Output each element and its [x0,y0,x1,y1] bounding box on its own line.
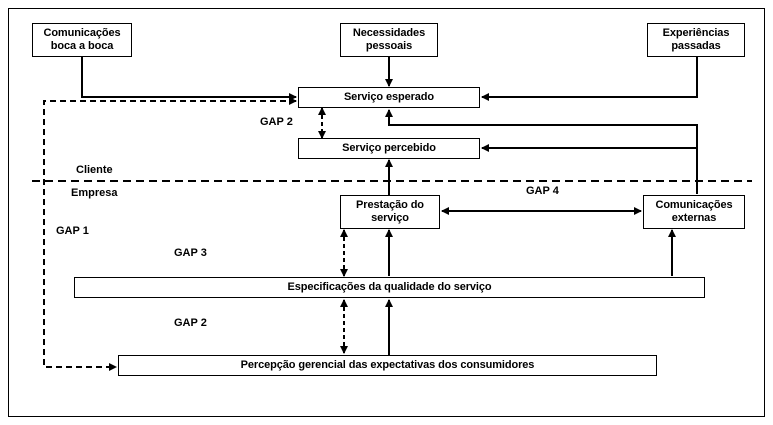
box-percepcao-gerencial: Percepção gerencial das expectativas dos… [118,355,657,376]
label-gap4: GAP 4 [526,185,559,197]
label-gap2-bottom: GAP 2 [174,317,207,329]
arrow-experiencias-to-esperado [481,57,698,101]
label-empresa: Empresa [71,187,118,199]
box-servico-percebido: Serviço percebido [298,138,480,159]
arrow-externas-to-esperado [385,109,698,194]
label-cliente: Cliente [76,164,113,176]
gap1-dashed-path [43,97,297,371]
arrow-boca-to-esperado [81,57,297,101]
diagram-frame [8,8,765,417]
label-gap2-top: GAP 2 [260,116,293,128]
label-gap1: GAP 1 [56,225,89,237]
box-especificacoes-qualidade: Especificações da qualidade do serviço [74,277,705,298]
label-gap3: GAP 3 [174,247,207,259]
box-servico-esperado: Serviço esperado [298,87,480,108]
